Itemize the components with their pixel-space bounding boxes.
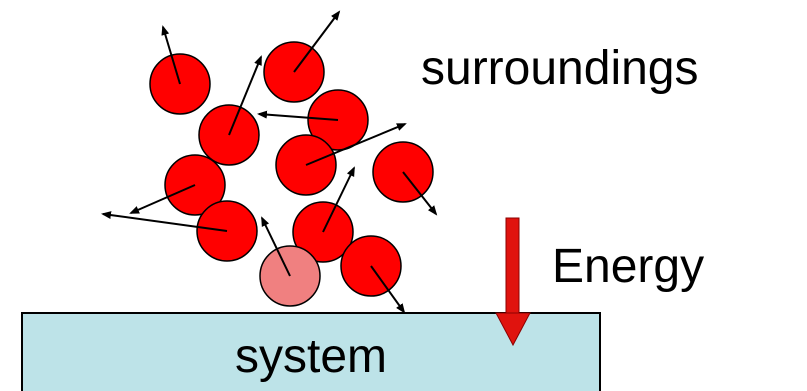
surroundings-particles xyxy=(149,41,434,307)
motion-vector-arrow xyxy=(228,55,262,136)
energy-label: Energy xyxy=(552,240,704,293)
motion-vector-arrow xyxy=(101,211,228,232)
motion-vector-arrow xyxy=(261,216,291,277)
energy-arrow-head xyxy=(495,312,531,347)
motion-vector-arrow xyxy=(293,10,341,73)
motion-vector-arrow xyxy=(402,171,438,216)
motion-vectors xyxy=(101,10,438,314)
energy-arrow-shaft xyxy=(505,217,520,314)
motion-vector-arrow xyxy=(161,25,181,85)
motion-vector-arrow xyxy=(370,265,406,314)
motion-vector-arrow xyxy=(305,123,407,166)
energy-arrow-icon xyxy=(495,217,531,347)
motion-vector-arrow xyxy=(129,184,196,214)
motion-vector-arrow xyxy=(322,166,355,233)
surroundings-label: surroundings xyxy=(421,42,699,95)
system-label: system xyxy=(235,330,387,383)
motion-vector-arrow xyxy=(257,110,339,121)
